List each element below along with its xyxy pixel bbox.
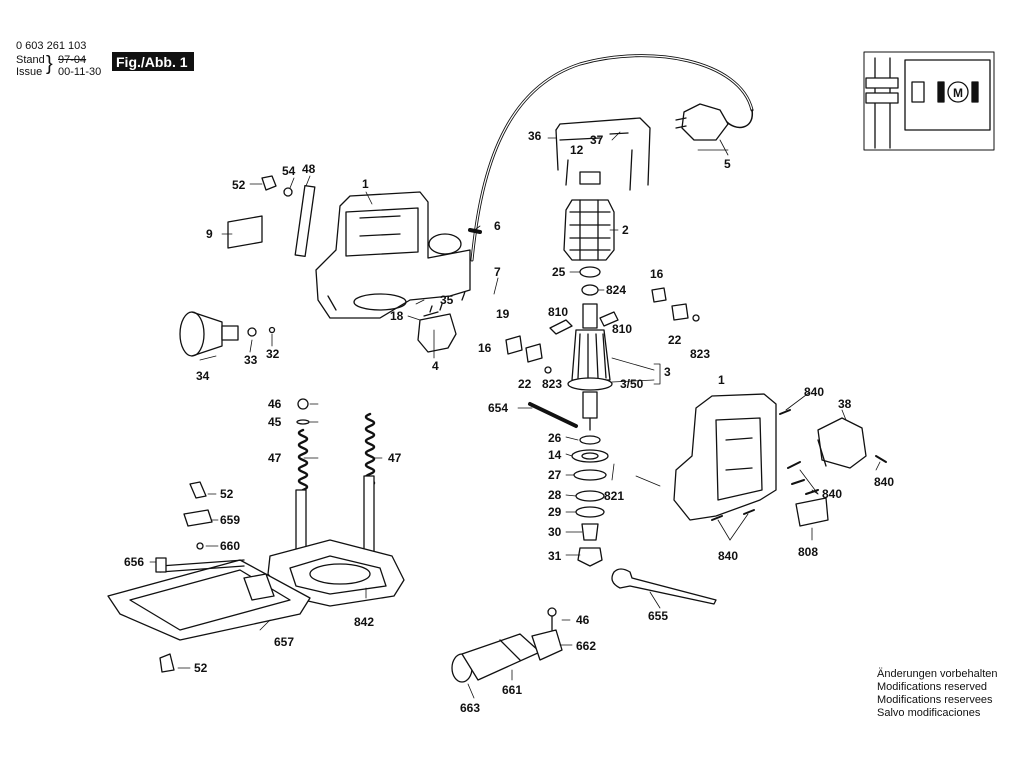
label-48: 48 xyxy=(302,162,316,176)
label-663: 663 xyxy=(460,701,480,715)
label-661: 661 xyxy=(502,683,522,697)
label-16-left: 16 xyxy=(478,341,492,355)
label-37: 37 xyxy=(590,133,604,147)
label-28: 28 xyxy=(548,488,562,502)
label-26: 26 xyxy=(548,431,562,445)
bearing-stack xyxy=(571,435,609,567)
switch xyxy=(417,303,457,353)
label-31: 31 xyxy=(548,549,562,563)
note-de: Änderungen vorbehalten xyxy=(877,668,998,680)
label-662: 662 xyxy=(576,639,596,653)
leader-lines xyxy=(149,131,881,699)
label-14: 14 xyxy=(548,448,562,462)
label-30: 30 xyxy=(548,525,562,539)
dust-extraction-adapter xyxy=(451,607,563,683)
brush-holders xyxy=(505,287,700,374)
label-34: 34 xyxy=(196,369,210,383)
wiring-schematic: M xyxy=(863,51,995,151)
label-22-right: 22 xyxy=(668,333,682,347)
label-47-right: 47 xyxy=(388,451,402,465)
label-16-right: 16 xyxy=(650,267,664,281)
knob xyxy=(179,311,276,357)
label-3: 3 xyxy=(664,365,671,379)
label-823-right: 823 xyxy=(690,347,710,361)
label-840-bottom: 840 xyxy=(718,549,738,563)
label-808: 808 xyxy=(798,545,818,559)
label-654: 654 xyxy=(488,401,508,415)
issue-label: Issue xyxy=(16,66,43,78)
washer-54 xyxy=(283,187,293,197)
label-4: 4 xyxy=(432,359,439,373)
label-33: 33 xyxy=(244,353,258,367)
handle-housing xyxy=(673,393,887,527)
label-9: 9 xyxy=(206,227,213,241)
note-en: Modifications reserved xyxy=(877,681,988,693)
label-6: 6 xyxy=(494,219,501,233)
label-52-guide: 52 xyxy=(220,487,234,501)
part-number: 0 603 261 103 xyxy=(16,40,87,52)
label-52-bottom: 52 xyxy=(194,661,208,675)
label-25: 25 xyxy=(552,265,566,279)
columns-and-springs xyxy=(295,398,376,561)
part-labels: 1 9 52 54 48 6 7 35 18 19 4 34 33 32 36 … xyxy=(124,129,894,715)
label-18: 18 xyxy=(390,309,404,323)
label-657: 657 xyxy=(274,635,294,649)
stand-value: 97-04 xyxy=(58,54,87,66)
thumb-screw-52 xyxy=(261,175,277,191)
label-823-left: 823 xyxy=(542,377,562,391)
depth-scale xyxy=(294,184,316,258)
label-5: 5 xyxy=(724,157,731,171)
armature xyxy=(567,266,613,431)
power-cord-assembly xyxy=(461,54,754,301)
label-842: 842 xyxy=(354,615,374,629)
label-810-left: 810 xyxy=(548,305,568,319)
label-656: 656 xyxy=(124,555,144,569)
label-824: 824 xyxy=(606,283,626,297)
notes-block: Änderungen vorbehalten Modifications res… xyxy=(877,668,997,720)
svg-text:M: M xyxy=(953,86,963,100)
label-655: 655 xyxy=(648,609,668,623)
label-840-top: 840 xyxy=(804,385,824,399)
label-840-right: 840 xyxy=(874,475,894,489)
label-52-top: 52 xyxy=(232,178,246,192)
label-46-top: 46 xyxy=(268,397,282,411)
stand-label: Stand xyxy=(16,54,45,66)
note-fr: Modifications reservees xyxy=(877,694,993,706)
label-1-housing: 1 xyxy=(362,177,369,191)
label-660: 660 xyxy=(220,539,240,553)
label-810-right: 810 xyxy=(612,322,632,336)
parallel-guide xyxy=(107,481,311,673)
figure-label: Fig./Abb. 1 xyxy=(112,52,194,71)
label-35: 35 xyxy=(440,293,454,307)
brace-icon: } xyxy=(46,53,53,75)
note-es: Salvo modificaciones xyxy=(877,707,981,719)
label-3-50: 3/50 xyxy=(620,377,644,391)
label-45: 45 xyxy=(268,415,282,429)
label-2: 2 xyxy=(622,223,629,237)
label-32: 32 xyxy=(266,347,280,361)
field-coil xyxy=(563,199,615,261)
label-plate-9 xyxy=(227,215,263,249)
label-840-middle: 840 xyxy=(822,487,842,501)
label-36: 36 xyxy=(528,129,542,143)
label-38: 38 xyxy=(838,397,852,411)
label-821: 821 xyxy=(604,489,624,503)
label-47-left: 47 xyxy=(268,451,282,465)
label-29: 29 xyxy=(548,505,562,519)
label-1-handle: 1 xyxy=(718,373,725,387)
pin-654 xyxy=(528,402,578,428)
label-54: 54 xyxy=(282,164,296,178)
motor-housing xyxy=(315,191,471,319)
issue-value: 00-11-30 xyxy=(58,66,102,78)
label-12: 12 xyxy=(570,143,584,157)
label-22-left: 22 xyxy=(518,377,532,391)
label-7: 7 xyxy=(494,265,501,279)
label-659: 659 xyxy=(220,513,240,527)
label-19: 19 xyxy=(496,307,510,321)
brush-holder-assembly xyxy=(555,117,651,191)
wrench xyxy=(611,568,717,605)
label-27: 27 xyxy=(548,468,562,482)
label-46-bottom: 46 xyxy=(576,613,590,627)
